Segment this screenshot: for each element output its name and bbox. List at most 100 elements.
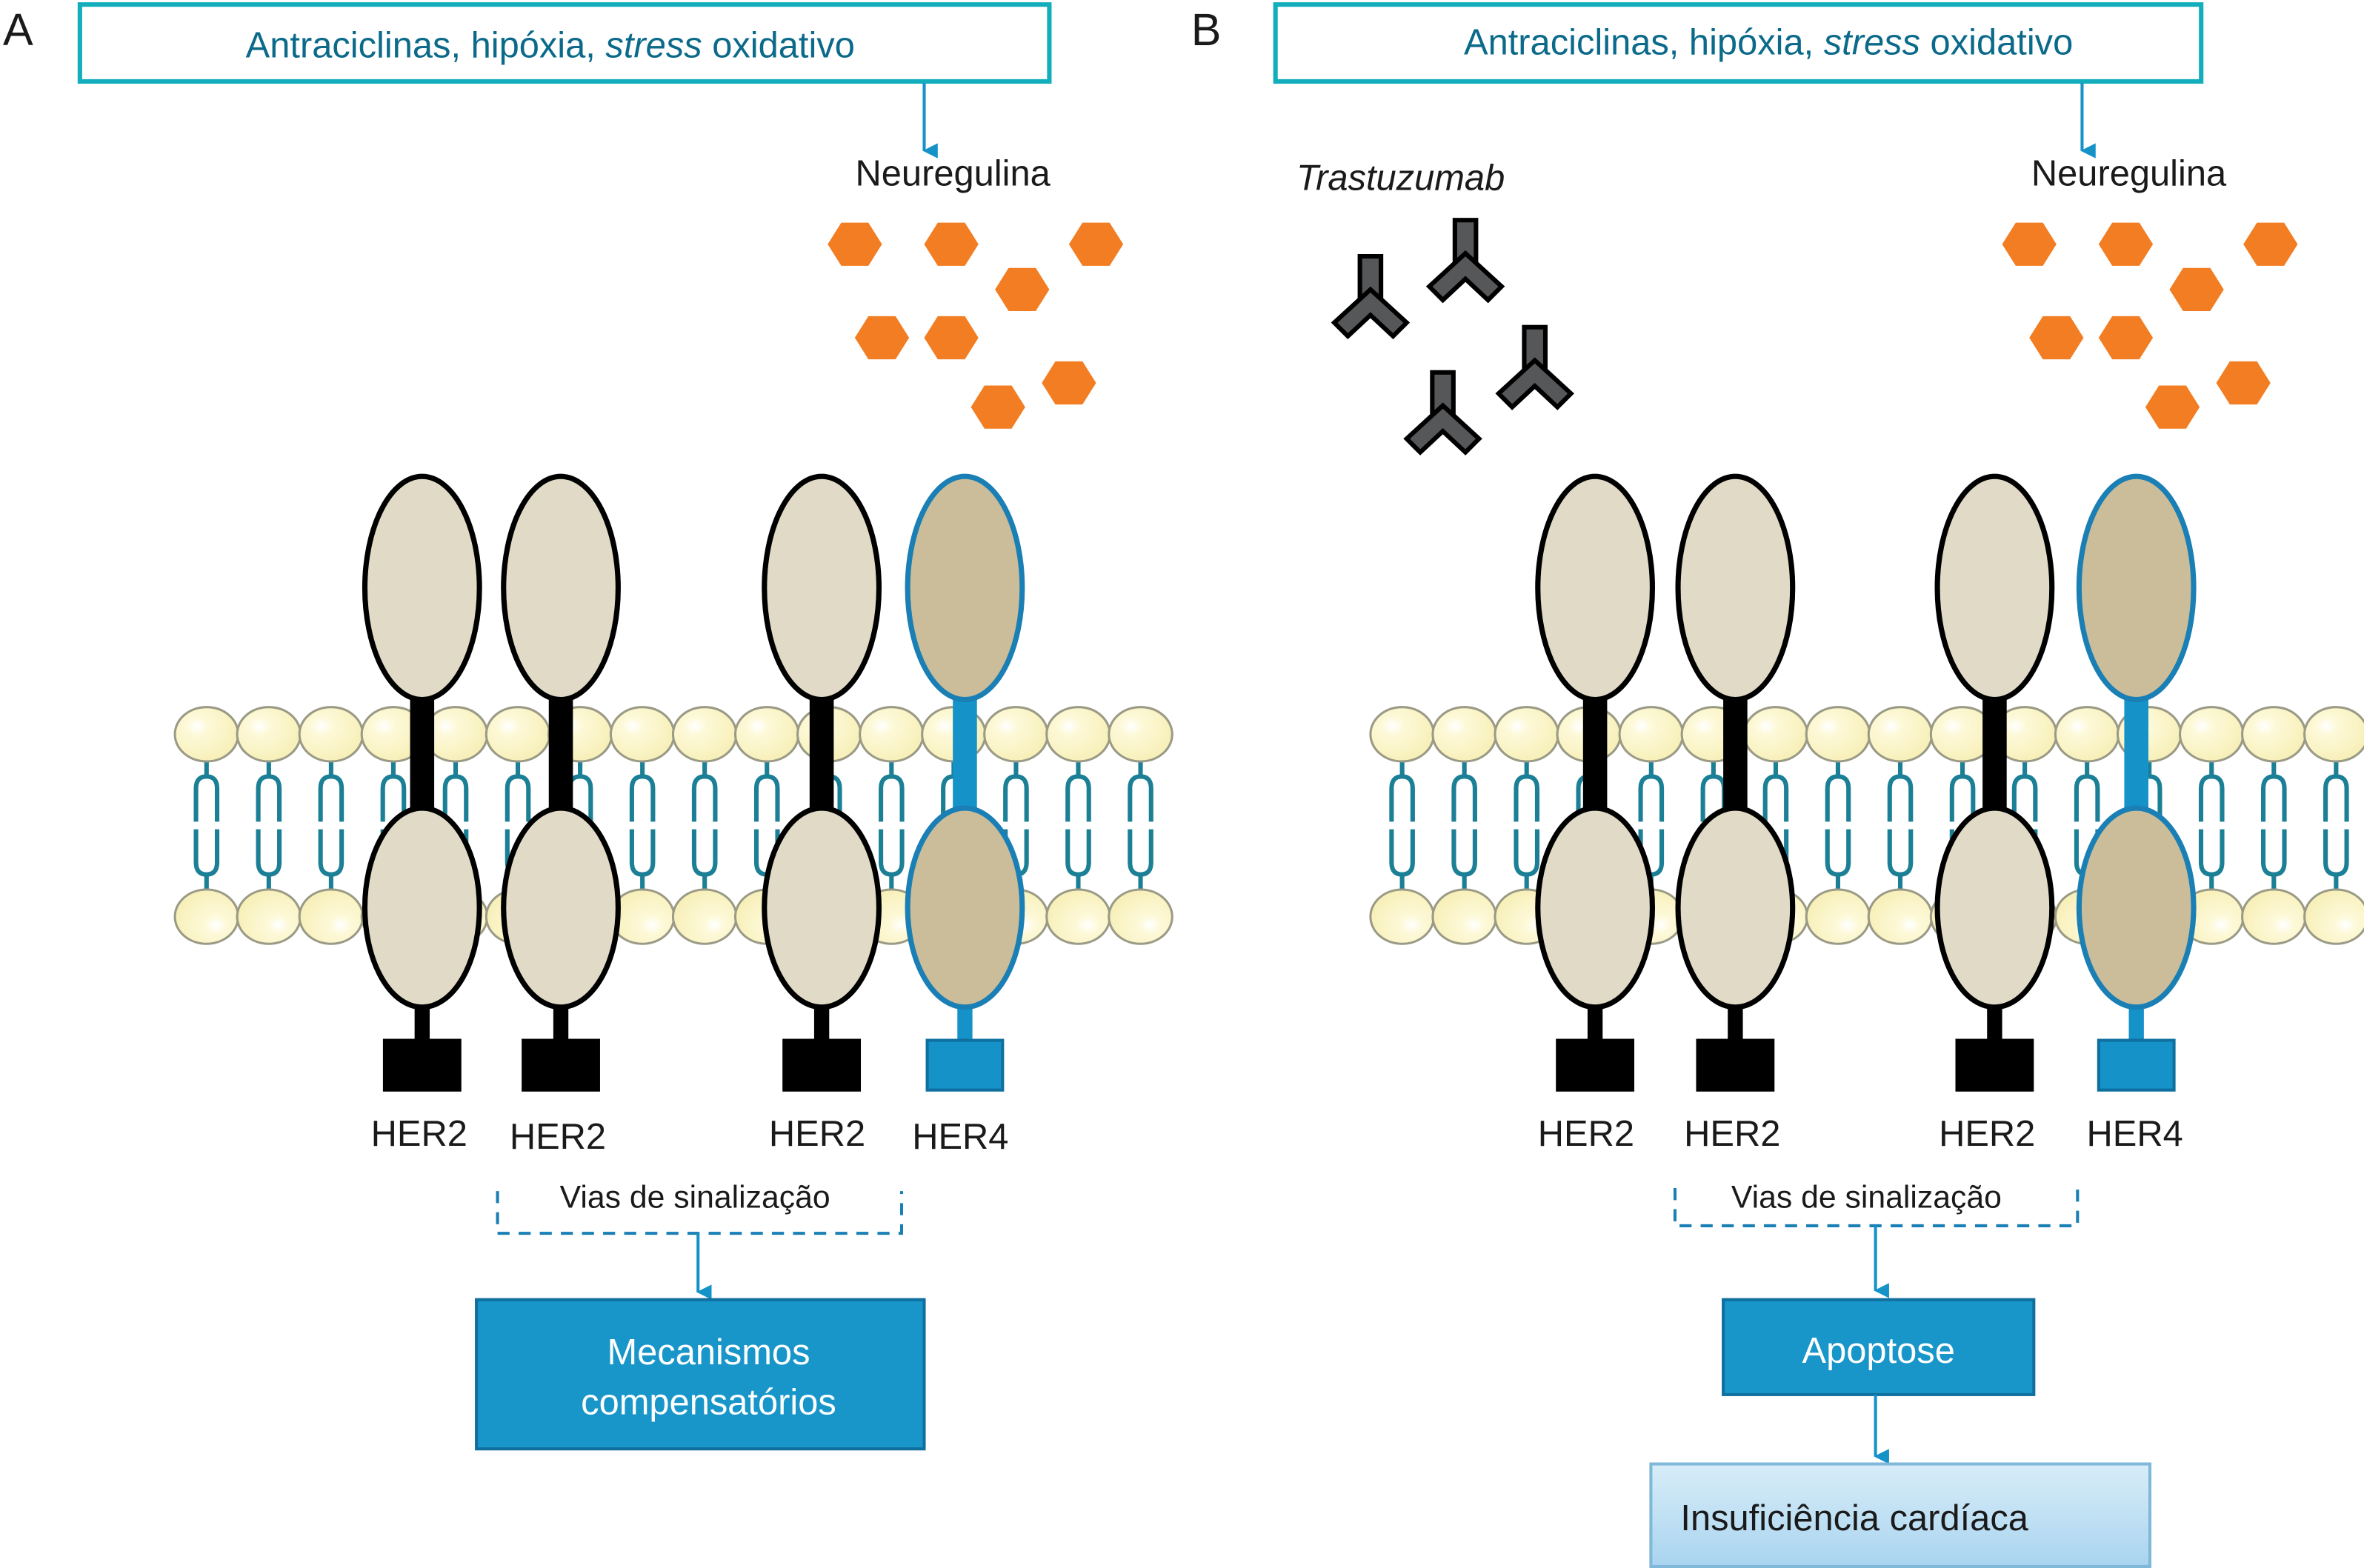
extracellular-domain-upper bbox=[362, 473, 482, 703]
trigger-box: Antraciclinas, hipóxia, stress oxidativo bbox=[1273, 2, 2204, 84]
lipid-head-upper bbox=[1369, 706, 1435, 763]
lipid-tail-upper bbox=[1389, 758, 1415, 822]
panel-letter: B bbox=[1191, 4, 1222, 55]
neuregulin-hexagon bbox=[828, 222, 882, 266]
phospholipid bbox=[2241, 706, 2307, 945]
lipid-head-upper bbox=[2054, 706, 2120, 763]
outcome-box-apoptosis: Apoptose bbox=[1722, 1298, 2036, 1396]
antibody-arms bbox=[1331, 286, 1411, 340]
lipid-head-upper bbox=[173, 706, 240, 763]
trigger-text-italic: stress bbox=[1824, 22, 1920, 62]
receptor-label-her2: HER2 bbox=[1684, 1114, 1780, 1154]
lipid-tail-upper bbox=[691, 758, 718, 822]
lipid-tail-lower bbox=[629, 829, 656, 893]
kinase-domain bbox=[522, 1038, 600, 1092]
receptor-label-her2: HER2 bbox=[1538, 1114, 1634, 1154]
receptor-group bbox=[362, 473, 1025, 1092]
outcome-text-line: compensatórios bbox=[581, 1382, 836, 1422]
phospholipid bbox=[671, 706, 738, 945]
lipid-tail-lower bbox=[1825, 829, 1851, 893]
trigger-box-frame bbox=[77, 2, 1052, 84]
phospholipid bbox=[1805, 706, 1871, 945]
trigger-box: Antraciclinas, hipóxia, stress oxidativo bbox=[77, 2, 1052, 84]
lipid-tail-upper bbox=[318, 758, 344, 822]
lipid-head-upper bbox=[2303, 706, 2364, 763]
extracellular-domain-lower bbox=[905, 805, 1025, 1010]
lipid-tail-upper bbox=[256, 758, 282, 822]
lipid-tail-lower bbox=[256, 829, 282, 893]
neuregulin-hexagon bbox=[2029, 316, 2084, 360]
lipid-head-lower bbox=[1108, 888, 1173, 945]
panel-a: A Antraciclinas, hipóxia, stress oxidati… bbox=[3, 2, 1173, 1451]
her2-receptor bbox=[501, 473, 621, 1092]
receptor-label-her4: HER4 bbox=[2087, 1114, 2183, 1154]
transmembrane-segment bbox=[2124, 678, 2148, 830]
lipid-tail-upper bbox=[629, 758, 656, 822]
trastuzumab-label: Trastuzumab bbox=[1296, 158, 1505, 198]
kinase-domain bbox=[2097, 1038, 2176, 1092]
phospholipid bbox=[1108, 706, 1173, 945]
lipid-tail-lower bbox=[1389, 829, 1415, 893]
her2-receptor bbox=[1934, 473, 2055, 1092]
phospholipid bbox=[298, 706, 364, 945]
lipid-tail-lower bbox=[691, 829, 718, 893]
lipid-tail-lower bbox=[318, 829, 344, 893]
antibody-arms bbox=[1425, 250, 1505, 304]
receptor-label-her2: HER2 bbox=[769, 1114, 865, 1154]
neuregulin-hexagon bbox=[2243, 222, 2298, 266]
kinase-domain bbox=[1955, 1038, 2034, 1092]
lipid-tail-upper bbox=[1003, 758, 1029, 822]
neuregulin-hexagon bbox=[854, 316, 910, 360]
lipid-head-upper bbox=[983, 706, 1049, 763]
lipid-tail-lower bbox=[1514, 829, 1540, 893]
lipid-head-upper bbox=[485, 706, 551, 763]
outcome-text-line: Mecanismos bbox=[607, 1332, 810, 1372]
outcome-box-frame bbox=[475, 1298, 926, 1451]
neuregulin-molecules bbox=[828, 222, 1124, 429]
neuregulin-hexagon bbox=[2002, 222, 2057, 266]
lipid-tail-upper bbox=[2261, 758, 2287, 822]
lipid-tail-lower bbox=[1451, 829, 1477, 893]
lipid-tail-upper bbox=[879, 758, 905, 822]
lipid-head-lower bbox=[1431, 888, 1497, 945]
receptor-label-her2: HER2 bbox=[510, 1117, 606, 1157]
lipid-tail-upper bbox=[2323, 758, 2349, 822]
lipid-tail-lower bbox=[1128, 829, 1153, 893]
extracellular-domain-upper bbox=[1934, 473, 2055, 703]
lipid-tail-upper bbox=[1065, 758, 1091, 822]
lipid-head-upper bbox=[1045, 706, 1111, 763]
extracellular-domain-upper bbox=[501, 473, 621, 703]
trigger-text-part: oxidativo bbox=[702, 25, 855, 65]
lipid-head-lower bbox=[298, 888, 364, 945]
signaling-pathways-label: Vias de sinalização bbox=[1731, 1179, 2002, 1215]
extracellular-domain-lower bbox=[2076, 805, 2197, 1010]
lipid-head-upper bbox=[1494, 706, 1559, 763]
kinase-domain bbox=[382, 1038, 462, 1092]
lipid-head-upper bbox=[2241, 706, 2307, 763]
trastuzumab-antibodies bbox=[1331, 218, 1574, 456]
extracellular-domain-lower bbox=[1934, 805, 2055, 1010]
neuregulin-hexagon bbox=[995, 267, 1050, 311]
transmembrane-segment bbox=[410, 678, 435, 830]
phospholipid bbox=[1431, 706, 1497, 945]
transmembrane-segment bbox=[953, 678, 977, 830]
signaling-pathways-label: Vias de sinalização bbox=[560, 1179, 830, 1215]
lipid-head-upper bbox=[1867, 706, 1934, 763]
extracellular-domain-upper bbox=[1535, 473, 1656, 703]
lipid-head-lower bbox=[1045, 888, 1111, 945]
outcome-box-compensatory: Mecanismos compensatórios bbox=[475, 1298, 926, 1451]
lipid-head-upper bbox=[1742, 706, 1809, 763]
lipid-head-upper bbox=[671, 706, 738, 763]
lipid-tail-lower bbox=[2323, 829, 2349, 893]
outcome-box-heart-failure: Insuficiência cardíaca bbox=[1649, 1462, 2152, 1568]
lipid-tail-lower bbox=[2198, 829, 2225, 893]
lipid-head-lower bbox=[2241, 888, 2307, 945]
extracellular-domain-upper bbox=[1675, 473, 1796, 703]
lipid-head-lower bbox=[2303, 888, 2364, 945]
her2-receptor bbox=[1675, 473, 1796, 1092]
neuregulin-hexagon bbox=[2169, 267, 2224, 311]
trigger-box-text: Antraciclinas, hipóxia, stress oxidativo bbox=[246, 25, 855, 65]
neuregulin-hexagon bbox=[1042, 361, 1096, 405]
lipid-head-upper bbox=[298, 706, 364, 763]
